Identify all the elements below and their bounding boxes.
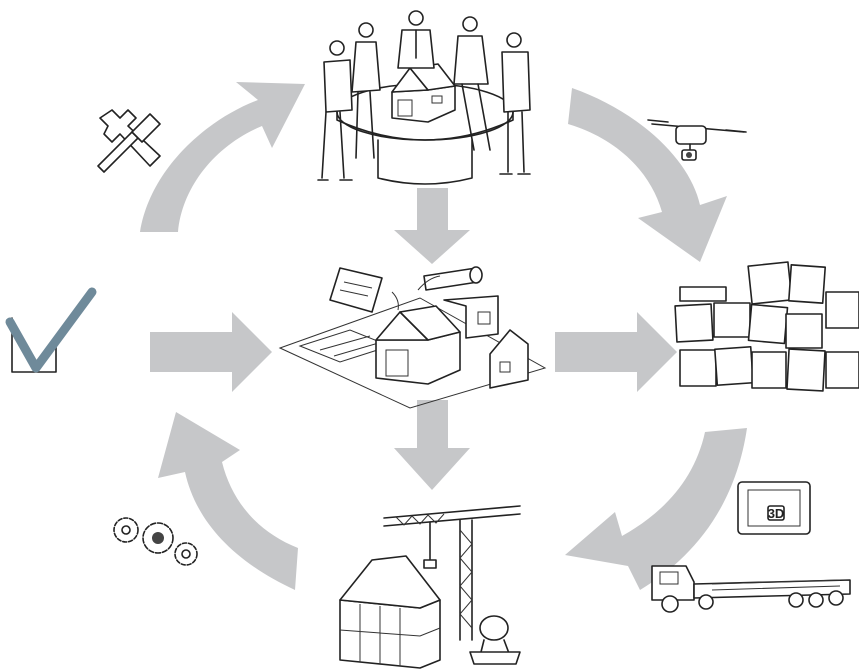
construction-site-illustration bbox=[339, 505, 521, 669]
cycle-arrow-bottom-right bbox=[565, 428, 747, 590]
drone-icon bbox=[647, 119, 747, 161]
sticky-notes-board bbox=[674, 261, 859, 392]
truck-trailer-icon bbox=[651, 565, 851, 613]
gears-icon bbox=[113, 517, 198, 566]
person-right bbox=[499, 32, 531, 175]
person-woman-left bbox=[351, 22, 381, 159]
arrow-design-to-notes bbox=[555, 312, 677, 392]
cycle-arrow-bottom-left bbox=[158, 412, 298, 590]
cycle-arrow-top-right bbox=[568, 88, 727, 262]
arrow-meeting-to-design bbox=[394, 188, 470, 264]
person-center bbox=[397, 10, 435, 69]
arrow-design-to-construction bbox=[394, 400, 470, 490]
printer-3d-label: 3D bbox=[768, 506, 785, 521]
design-planning-illustration bbox=[278, 266, 547, 409]
person-left bbox=[317, 40, 353, 181]
cycle-arrow-top-left bbox=[140, 82, 305, 232]
arrow-check-to-design bbox=[150, 312, 272, 392]
wrench-screwdriver-icon bbox=[97, 109, 161, 173]
checkbox-checkmark-icon bbox=[5, 287, 97, 373]
stakeholder-meeting-illustration bbox=[317, 10, 531, 185]
person-woman-right bbox=[453, 16, 491, 151]
3d-printer-icon: 3D bbox=[737, 481, 811, 535]
